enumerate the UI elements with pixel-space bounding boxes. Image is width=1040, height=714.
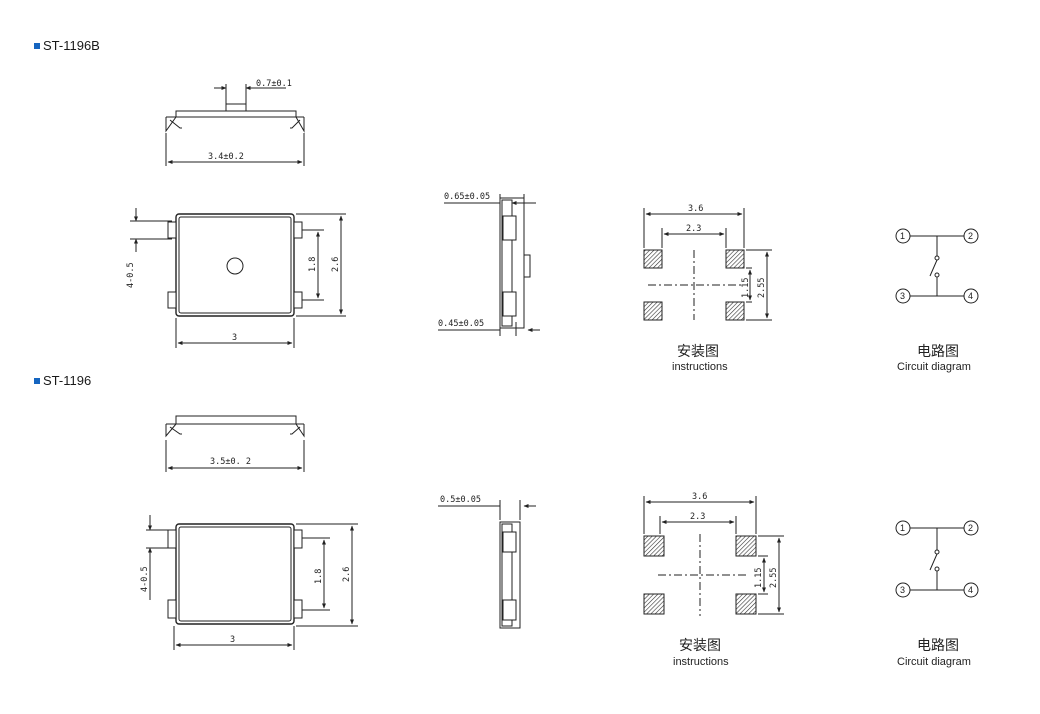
dim-2-6: 2.6 [342, 567, 352, 582]
pin-label-2: 2 [968, 523, 973, 533]
dim-width: 3.5±0. 2 [210, 457, 251, 467]
top-view-2 [146, 515, 358, 650]
dim-pad-1-15: 1.15 [741, 278, 751, 298]
section-title-text: ST-1196 [43, 373, 92, 388]
dim-4-0-5: 4-0.5 [126, 262, 136, 288]
pin-label-4: 4 [968, 291, 973, 301]
pin-label-3: 3 [900, 585, 905, 595]
dim-3: 3 [230, 635, 235, 645]
circuit-diagram-2 [895, 520, 979, 598]
dim-4-0-5: 4-0.5 [140, 566, 150, 592]
dim-pad-2-55: 2.55 [769, 568, 779, 588]
circuit-caption-en: Circuit diagram [897, 656, 971, 668]
dim-pad-3-6: 3.6 [688, 204, 703, 214]
dim-pad-1-15: 1.15 [754, 568, 764, 588]
dim-pad-2-55: 2.55 [757, 278, 767, 298]
pin-label-4: 4 [968, 585, 973, 595]
pad-layout-1 [643, 208, 772, 321]
circuit-diagram-1 [895, 228, 979, 304]
profile-view-2 [438, 500, 536, 629]
pin-label-1: 1 [900, 231, 905, 241]
pads-caption-en: instructions [673, 656, 729, 668]
top-view-1 [130, 208, 346, 348]
bullet-square-icon [34, 42, 40, 49]
profile-view-1 [438, 194, 540, 336]
pin-label-1: 1 [900, 523, 905, 533]
pads-caption-cn: 安装图 [677, 344, 719, 360]
pad-layout-2 [643, 496, 784, 616]
pin-label-2: 2 [968, 231, 973, 241]
dim-1-8: 1.8 [308, 257, 318, 272]
dim-2-6: 2.6 [331, 257, 341, 272]
dim-3: 3 [232, 333, 237, 343]
dim-pad-2-3: 2.3 [686, 224, 701, 234]
dim-1-8: 1.8 [314, 569, 324, 584]
bullet-square-icon [34, 377, 40, 384]
dim-pad-3-6: 3.6 [692, 492, 707, 502]
circuit-caption-cn: 电路图 [917, 344, 959, 360]
dim-thickness-top: 0.5±0.05 [440, 495, 481, 505]
dim-pad-2-3: 2.3 [690, 512, 705, 522]
pads-caption-en: instructions [672, 361, 728, 373]
pin-label-3: 3 [900, 291, 905, 301]
section-title-st-1196b: ST-1196B [34, 38, 100, 53]
dim-thickness-top: 0.65±0.05 [444, 192, 490, 202]
side-view-1 [165, 84, 305, 166]
circuit-caption-en: Circuit diagram [897, 361, 971, 373]
dim-thickness-bottom: 0.45±0.05 [438, 319, 484, 329]
circuit-caption-cn: 电路图 [917, 638, 959, 654]
section-title-st-1196: ST-1196 [34, 373, 91, 388]
dim-width: 3.4±0.2 [208, 152, 244, 162]
pads-caption-cn: 安装图 [679, 638, 721, 654]
dim-actuator: 0.7±0.1 [256, 79, 292, 89]
section-title-text: ST-1196B [43, 38, 100, 53]
side-view-2 [165, 415, 305, 472]
